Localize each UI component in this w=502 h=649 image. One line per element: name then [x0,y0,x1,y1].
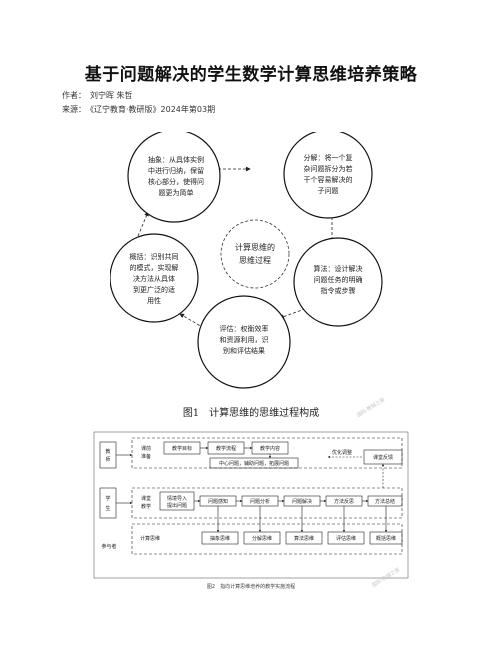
circle-decomposition [283,132,373,219]
center-text-1: 计算思维的 [235,242,275,252]
student-label-1: 学 [105,495,110,502]
evaluation-line-3: 别和评估结果 [223,346,265,355]
teach-row-label-1: 课堂 [141,495,151,502]
teach-box-2-text: 问题感知 [208,498,228,505]
author-line: 作者： 刘宁晖 朱哲 [62,90,133,101]
optimize-text: 优化调整 [332,449,352,456]
algorithm-line-1: 算法：设计解决 [314,264,363,273]
prep-row-label-2: 准备 [141,453,151,460]
prep-result-text: 中心问题，辅助问题，拓展问题 [219,460,289,467]
prep-result-box [209,457,299,469]
author-label: 作者： [62,91,86,100]
generalization-line-5: 用性 [147,296,161,305]
algorithm-line-2: 问题任务的明确 [314,275,363,284]
abstraction-line-2: 中进行归纳，保留 [148,166,204,175]
feedback-text: 课堂反馈 [373,454,393,461]
prep-box-1-text: 教学目标 [172,445,192,452]
thinking-box-4 [327,531,365,545]
abstraction-line-1: 抽象：从具体实例 [148,155,204,164]
student-box [99,487,117,519]
thinking-box-3-text: 算法思维 [294,535,314,542]
teach-box-5-text: 方法反思 [334,498,354,505]
decomposition-line-2: 杂问题拆分为若 [304,164,353,173]
thinking-row-label: 计算思维 [140,535,160,542]
thinking-box-2-text: 分解思维 [252,535,272,542]
circle-evaluation [197,295,291,389]
teach-box-1-text-2: 提出问题 [167,502,187,509]
thinking-box-5-text: 概括思维 [376,535,396,542]
decomposition-line-3: 干个容易解决的 [304,175,353,184]
teach-box-6-text: 方法总结 [375,498,395,505]
figure2-flowchart: 教 师 学 生 参与者 课前 准备 课堂 教学 计算思维 教学目标 教学流程 教… [93,431,409,579]
page-title: 基于问题解决的学生数学计算思维培养策略 [84,65,418,85]
thinking-box-2 [243,531,281,545]
student-label-2: 生 [105,505,110,512]
evaluation-line-1: 评估：权衡效率 [220,324,269,333]
prep-box-2-text: 教学流程 [216,445,236,452]
thinking-box-1 [201,531,239,545]
thinking-box-3 [285,531,323,545]
teacher-label-2: 师 [105,456,110,463]
abstraction-line-3: 核心部分，使得问 [148,177,204,186]
arrow-generalize-abstract [137,211,149,237]
circle-algorithm [293,237,383,327]
teach-box-4-text: 问题解决 [292,498,312,505]
source-value: 《辽宁教育·教研版》2024年第03期 [90,105,216,114]
teach-box-1-text-1: 情境导入 [167,495,187,502]
figure2-caption: 图2 指向计算思维培养的教学实施流程 [206,584,296,590]
participation-label: 参与者 [101,543,116,550]
generalization-line-4: 到更广泛的适 [133,285,175,294]
generalization-line-3: 决方法从具体 [133,274,175,283]
circle-abstraction [127,132,221,223]
teacher-box [99,441,117,469]
evaluation-line-2: 和资源利用，识 [220,335,269,344]
center-text-2: 思维过程 [239,255,271,265]
center-circle [220,219,290,289]
author-value: 刘宁晖 朱哲 [90,91,133,100]
decomposition-line-4: 子问题 [318,187,339,195]
abstraction-line-4: 题更为简单 [159,188,194,197]
algorithm-line-3: 指令或步骤 [321,286,356,295]
generalization-line-1: 概括：识别共同 [130,252,179,261]
figure1-caption: 图1 计算思维的思维过程构成 [182,408,320,419]
thinking-box-1-text: 抽象思维 [210,535,230,542]
teacher-label-1: 教 [105,448,110,455]
figure2-frame [93,431,409,579]
source-line: 来源： 《辽宁教育·教研版》2024年第03期 [62,104,215,115]
generalization-line-2: 的模式，实现解 [130,263,179,272]
prep-box-3-text: 教学内容 [260,445,280,452]
figure1-diagram: 计算思维的 思维过程 抽象：从具体实例 中进行归纳，保留 核心部分，使得问 题更… [110,132,383,389]
decomposition-line-1: 分解：将一个复 [304,153,353,162]
circle-generalization [110,233,199,323]
source-label: 来源： [62,105,86,114]
teach-row-label-2: 教学 [141,503,151,510]
prep-row-label-1: 课前 [141,445,151,452]
teach-box-3-text: 问题分析 [250,498,270,505]
thinking-box-4-text: 评估思维 [336,535,356,542]
